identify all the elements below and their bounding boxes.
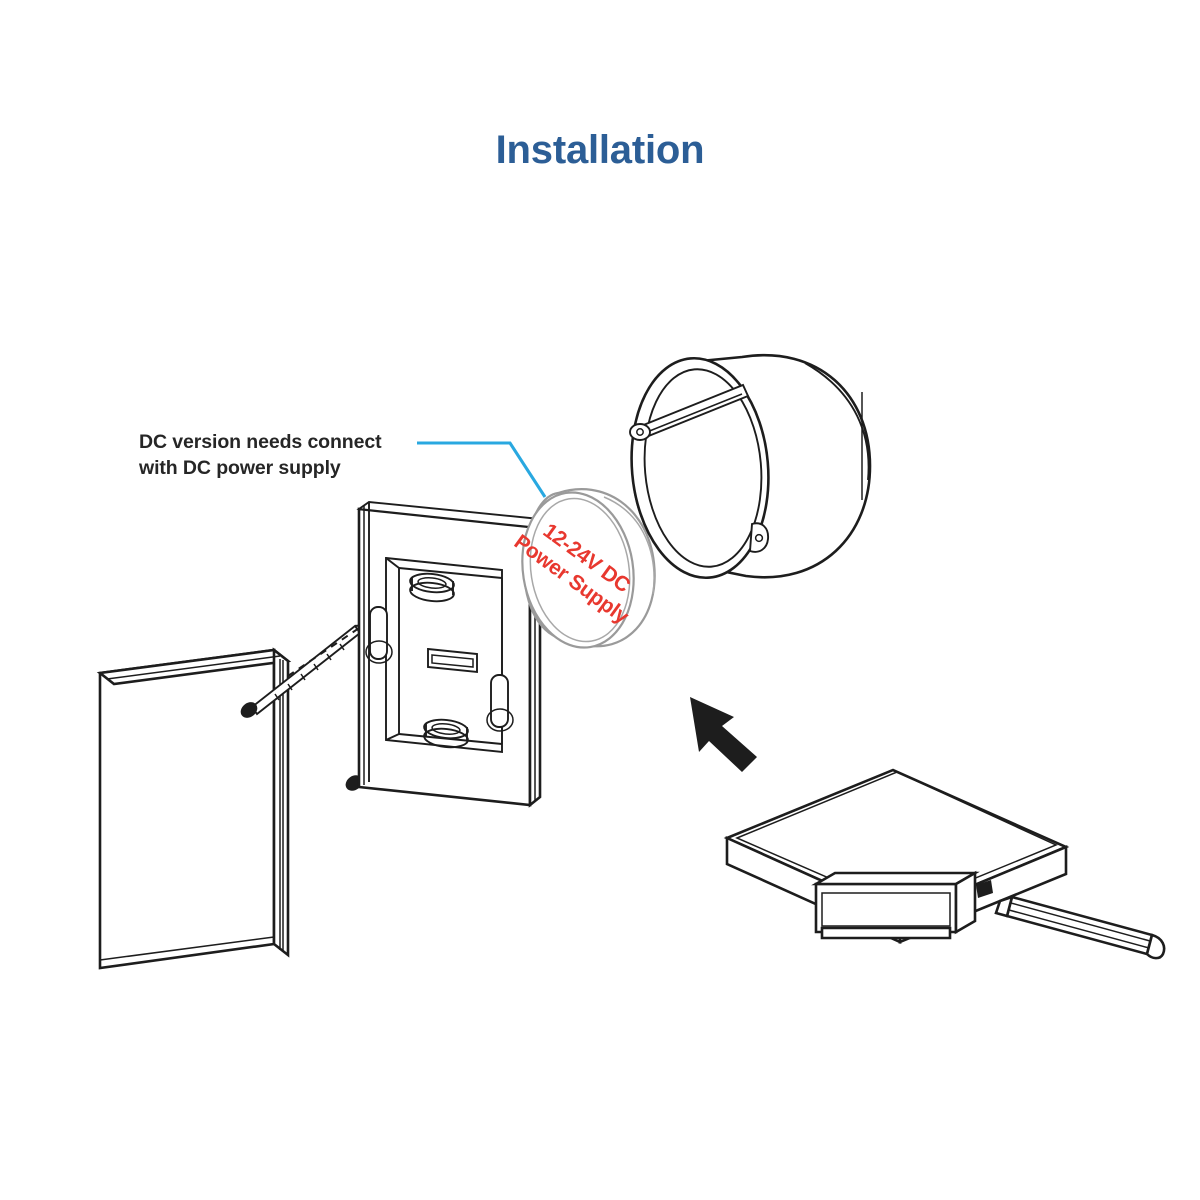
assembled-switch [723,768,1070,945]
glass-panel [96,647,292,970]
bracket-tab-right [486,674,514,732]
bracket-screw-boss-lower [423,718,469,749]
power-supply-disc: 12-24V DC Power Supply [510,488,656,649]
screwdriver [994,895,1166,960]
callout-line-1: DC version needs connect [139,431,382,453]
bracket-tab-left [365,606,393,664]
assembly-arrow [690,697,757,772]
callout-leader-line [417,441,547,498]
round-wall-box [629,354,872,580]
page-title: Installation [495,128,705,172]
bracket-screw-boss-upper [409,572,455,603]
callout-line-2: with DC power supply [139,456,341,479]
screw-alignment-line-upper [287,619,372,677]
dc-power-callout-text: DC version needs connect with DC power s… [139,430,429,481]
